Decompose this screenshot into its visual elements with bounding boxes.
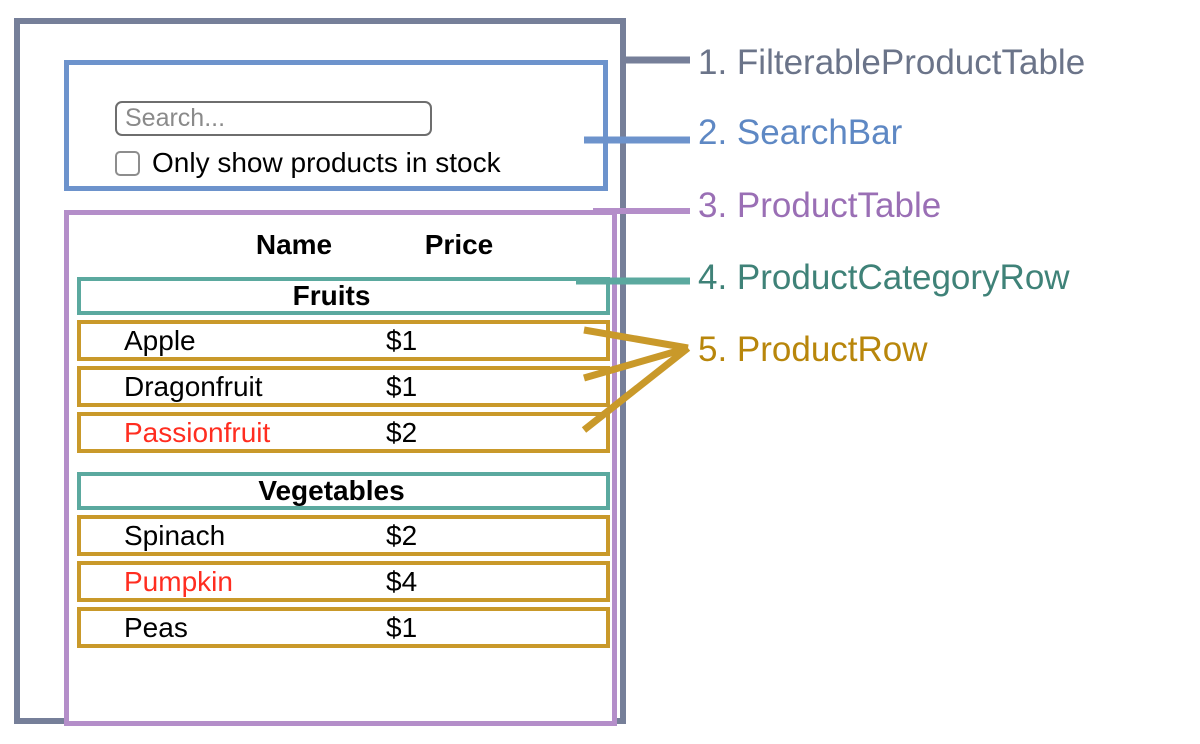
product-price: $2	[386, 416, 418, 448]
product-name: Pumpkin	[124, 565, 233, 597]
product-row[interactable]: Dragonfruit $1	[77, 366, 610, 407]
filterable-product-table-container: Only show products in stock Name Price F…	[14, 18, 626, 726]
product-table-header: Name Price	[69, 223, 612, 267]
product-table-rows: Fruits Apple $1 Dragonfruit $1 Passionfr…	[77, 277, 610, 653]
product-price: $2	[386, 519, 418, 551]
product-category-label: Vegetables	[258, 475, 405, 506]
in-stock-checkbox[interactable]	[115, 150, 140, 176]
product-name: Apple	[124, 324, 196, 356]
product-price: $1	[386, 370, 418, 402]
product-price: $1	[386, 324, 418, 356]
in-stock-filter-row[interactable]: Only show products in stock	[115, 149, 501, 177]
product-row[interactable]: Apple $1	[77, 320, 610, 361]
product-row[interactable]: Spinach $2	[77, 515, 610, 556]
in-stock-checkbox-label: Only show products in stock	[152, 147, 501, 178]
annotation-label-search-bar: 2. SearchBar	[698, 113, 903, 152]
product-name: Spinach	[124, 519, 226, 551]
product-table-container: Name Price Fruits Apple $1 Dragonfruit $…	[64, 210, 617, 726]
search-bar-container: Only show products in stock	[64, 60, 608, 191]
column-header-name: Name	[255, 229, 333, 260]
product-row[interactable]: Passionfruit $2	[77, 412, 610, 453]
product-name: Dragonfruit	[124, 370, 263, 402]
annotation-label-product-table: 3. ProductTable	[698, 186, 942, 225]
product-price: $4	[386, 565, 418, 597]
annotation-label-product-category-row: 4. ProductCategoryRow	[698, 258, 1070, 297]
product-category-row: Vegetables	[77, 472, 610, 510]
product-name: Passionfruit	[124, 416, 271, 448]
product-row[interactable]: Pumpkin $4	[77, 561, 610, 602]
annotation-label-filterable-product-table: 1. FilterableProductTable	[698, 43, 1086, 82]
annotation-label-product-row: 5. ProductRow	[698, 330, 928, 369]
column-header-price: Price	[424, 229, 494, 260]
search-input[interactable]	[115, 101, 432, 136]
product-category-label: Fruits	[292, 280, 371, 311]
product-name: Peas	[124, 611, 188, 643]
product-category-row: Fruits	[77, 277, 610, 315]
product-price: $1	[386, 611, 418, 643]
product-row[interactable]: Peas $1	[77, 607, 610, 648]
